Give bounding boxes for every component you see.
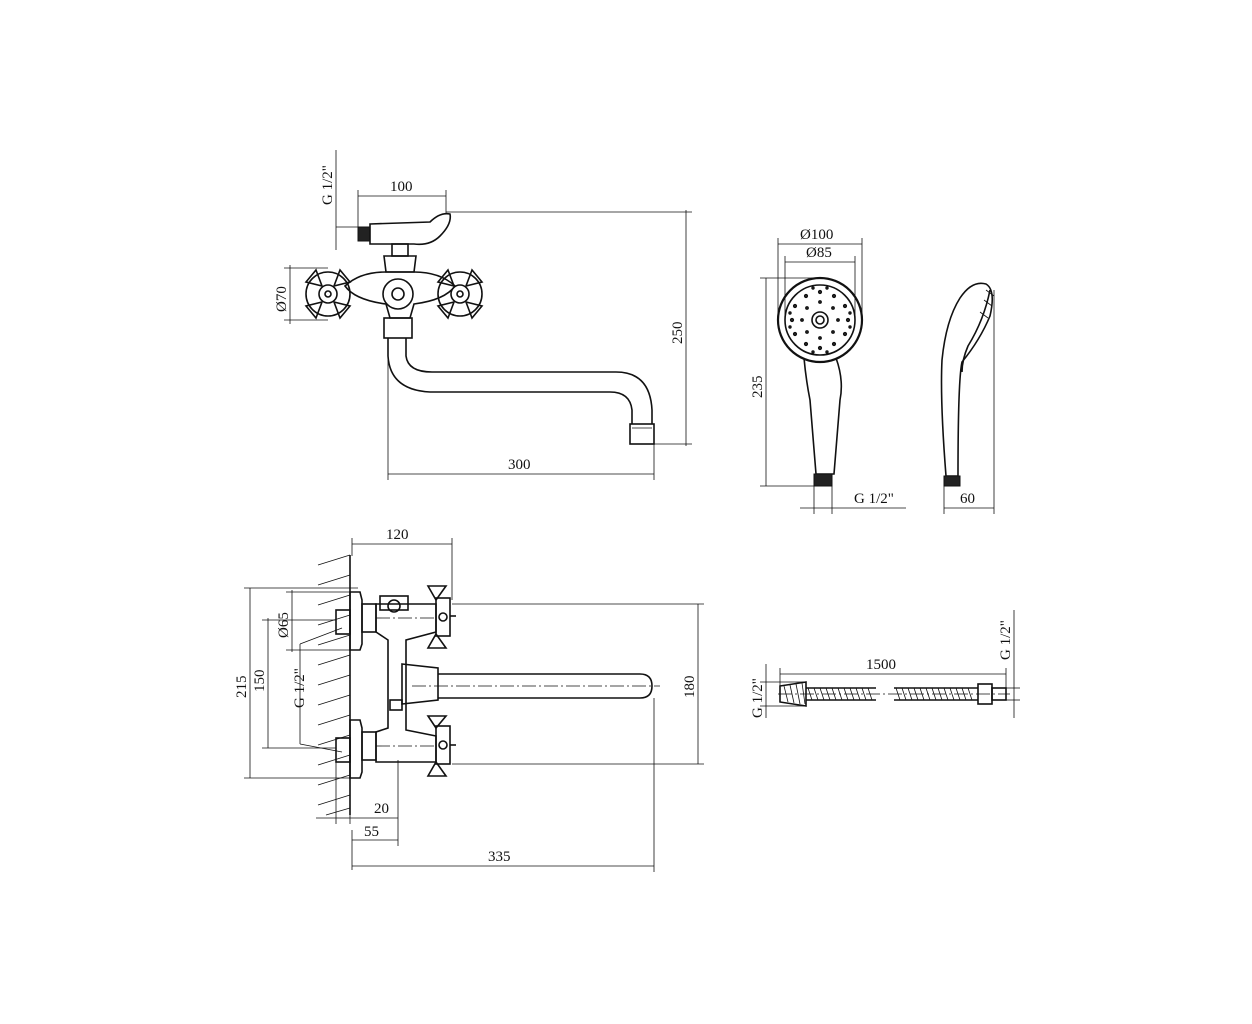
spout xyxy=(387,338,653,424)
diverter-block xyxy=(401,663,439,705)
shower-thread xyxy=(813,473,833,487)
profile-thread xyxy=(943,475,961,487)
dim-hose-thread-right: G 1/2" xyxy=(998,620,1014,660)
shower-holder xyxy=(379,595,409,611)
dim-shower-outer-diameter: Ø100 xyxy=(800,227,833,243)
spray-nozzles xyxy=(788,286,852,354)
inlet-thread xyxy=(357,226,371,242)
stem-block xyxy=(383,255,417,273)
dim-total-depth: 335 xyxy=(488,849,511,865)
dim-handle-width: 100 xyxy=(390,179,413,195)
dim-wall-offset: 20 xyxy=(374,801,389,817)
dim-eccentric: 55 xyxy=(364,824,379,840)
dim-inlet-thread: G 1/2" xyxy=(320,165,336,205)
dim-shower-thread: G 1/2" xyxy=(854,491,894,507)
aerator xyxy=(629,423,655,445)
shower-hose: G 1/2" 1500 G 1/2" xyxy=(750,610,1020,718)
faucet-front-view: G 1/2" 100 Ø70 250 300 xyxy=(274,150,692,480)
dim-shower-inner-diameter: Ø85 xyxy=(806,245,832,261)
shower-head-front: Ø100 Ø85 235 G 1/2" xyxy=(750,227,906,514)
upper-eccentric-thread xyxy=(335,609,351,635)
dim-top-inlet-thread: G 1/2" xyxy=(292,668,308,708)
faucet-body-top xyxy=(375,603,437,763)
spout-nut xyxy=(383,317,413,339)
upper-cross-handle-top xyxy=(426,585,456,649)
spout-top xyxy=(438,673,653,699)
dim-spout-width: 180 xyxy=(682,676,698,699)
right-cross-handle xyxy=(436,268,484,320)
wall-hatching xyxy=(317,554,351,816)
shower-head-profile: 60 xyxy=(940,282,995,514)
dim-shower-length: 235 xyxy=(750,376,766,399)
dim-flange-diameter: Ø65 xyxy=(276,612,292,638)
lever-handle xyxy=(369,212,452,246)
faucet-top-view: 120 Ø65 215 150 G 1/2" 180 20 55 xyxy=(234,527,704,872)
dim-hose-length: 1500 xyxy=(866,657,896,673)
upper-flange xyxy=(349,591,363,651)
dim-handle-diameter: Ø70 xyxy=(274,286,290,312)
diverter-knob xyxy=(382,278,414,310)
dim-height: 250 xyxy=(670,322,686,345)
dim-body-width: 120 xyxy=(386,527,409,543)
dim-spout-reach: 300 xyxy=(508,457,531,473)
dim-inlet-spacing: 150 xyxy=(252,670,268,693)
dim-hose-thread-left: G 1/2" xyxy=(750,678,766,718)
shower-handle xyxy=(803,357,843,475)
lever-base xyxy=(391,243,409,257)
left-cross-handle xyxy=(304,268,352,320)
dim-total-width: 215 xyxy=(234,676,250,699)
lower-cross-handle-top xyxy=(426,715,456,777)
dim-shower-profile-width: 60 xyxy=(960,491,975,507)
lower-flange xyxy=(349,719,363,779)
